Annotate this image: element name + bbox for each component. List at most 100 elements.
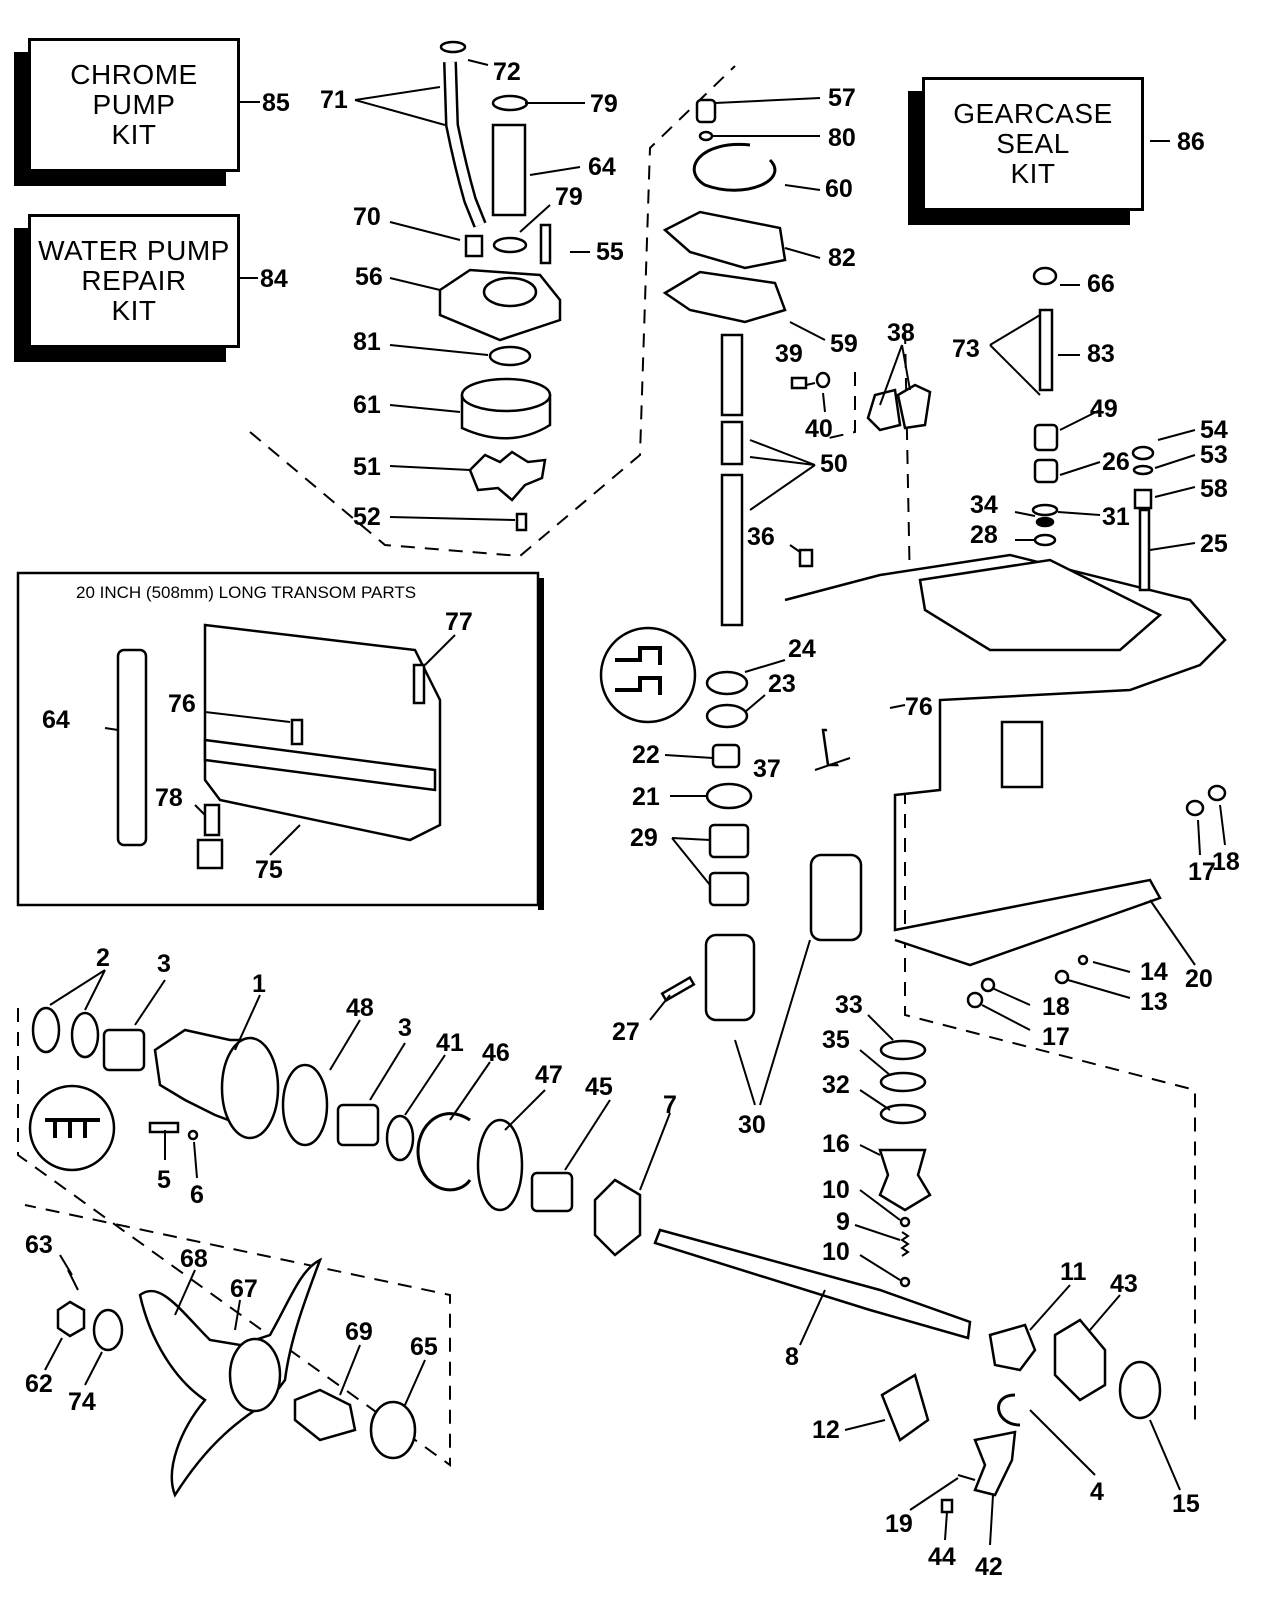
callout-12: 12 xyxy=(812,1416,840,1444)
chrome-pump-kit-label: CHROME PUMP KIT xyxy=(70,59,198,150)
screw-39 xyxy=(790,376,808,390)
seal-detail-2-profile xyxy=(45,1118,100,1138)
pump-washer-72 xyxy=(439,40,467,54)
callout-17b: 17 xyxy=(1042,1023,1070,1051)
forward-gear-7 xyxy=(593,1178,642,1257)
pinion-16 xyxy=(878,1148,932,1212)
water-tube-inner xyxy=(445,61,485,227)
driveshaft-upper-50 xyxy=(720,333,744,417)
callout-56: 56 xyxy=(355,263,383,291)
callout-60: 60 xyxy=(825,175,853,203)
gearcase-seal-kit-label: GEARCASE SEAL KIT xyxy=(953,98,1113,189)
callout-7: 7 xyxy=(663,1091,677,1119)
callout-43: 43 xyxy=(1110,1270,1138,1298)
o-ring-31 xyxy=(1031,503,1059,517)
nut-58 xyxy=(1133,488,1153,510)
bearing-29-lower xyxy=(708,871,750,907)
callout-3a: 3 xyxy=(157,950,171,978)
callout-27: 27 xyxy=(612,1018,640,1046)
shift-rod-83 xyxy=(1038,308,1054,392)
inset-callout-78: 78 xyxy=(155,784,183,812)
screw-27 xyxy=(660,975,696,1003)
callout-41: 41 xyxy=(436,1029,464,1057)
callout-74: 74 xyxy=(68,1388,96,1416)
callout-45: 45 xyxy=(585,1073,613,1101)
thrust-bushing-65 xyxy=(369,1400,417,1460)
grommet-57 xyxy=(695,98,717,124)
inset-dowel xyxy=(203,803,221,837)
driveshaft-lower-50 xyxy=(720,473,744,627)
cotter-pin-63 xyxy=(67,1269,79,1291)
callout-70: 70 xyxy=(353,203,381,231)
gearcase-shift-port xyxy=(1000,720,1044,789)
impeller-cup-top xyxy=(460,377,552,413)
water-pump-repair-kit-label: WATER PUMP REPAIR KIT xyxy=(38,235,230,326)
callout-68: 68 xyxy=(180,1245,208,1273)
inset-callout-64: 64 xyxy=(42,706,70,734)
bearing-15 xyxy=(1118,1360,1162,1420)
bushing-45 xyxy=(530,1171,574,1213)
retaining-ring-46 xyxy=(416,1112,472,1192)
callout-6: 6 xyxy=(190,1181,204,1209)
nut-54 xyxy=(1131,445,1155,461)
gearcase-group-outline xyxy=(904,329,936,601)
callout-21: 21 xyxy=(632,783,660,811)
callout-58: 58 xyxy=(1200,475,1228,503)
callout-47: 47 xyxy=(535,1061,563,1089)
connector-49 xyxy=(1033,423,1059,452)
retainer-60 xyxy=(692,142,777,192)
callout-13: 13 xyxy=(1140,988,1168,1016)
shift-lever-42 xyxy=(973,1430,1017,1497)
callout-80: 80 xyxy=(828,124,856,152)
callout-14: 14 xyxy=(1140,958,1168,986)
callout-57: 57 xyxy=(828,84,856,112)
propeller-hub-67 xyxy=(228,1337,282,1413)
chrome-pump-kit-box: CHROME PUMP KIT xyxy=(28,38,240,172)
callout-48: 48 xyxy=(346,994,374,1022)
callout-62: 62 xyxy=(25,1370,53,1398)
seal-detail-profile-a xyxy=(615,646,662,665)
callout-17a: 17 xyxy=(1188,858,1216,886)
water-screen-30-right xyxy=(809,853,863,942)
seal-2b xyxy=(70,1011,100,1059)
callout-29: 29 xyxy=(630,824,658,852)
callout-69: 69 xyxy=(345,1318,373,1346)
callout-79: 79 xyxy=(590,90,618,118)
leader-lines xyxy=(44,59,1226,1546)
water-tube-64 xyxy=(491,123,527,217)
washer-53 xyxy=(1132,464,1154,476)
reverse-gear-43 xyxy=(1053,1318,1107,1402)
callout-65: 65 xyxy=(410,1333,438,1361)
callout-50: 50 xyxy=(820,450,848,478)
washer-28 xyxy=(1033,533,1057,547)
callout-32: 32 xyxy=(822,1071,850,1099)
washer-32 xyxy=(879,1103,927,1125)
washer-18-top xyxy=(1207,784,1227,802)
washer-80 xyxy=(698,130,714,142)
bearing-29-upper xyxy=(708,823,750,859)
prop-group-outline xyxy=(17,1008,451,1467)
seal-2a xyxy=(31,1006,61,1054)
callout-9: 9 xyxy=(836,1208,850,1236)
inset-drive-tube xyxy=(116,648,148,847)
ball-10-top xyxy=(899,1216,911,1228)
thrust-washer-74 xyxy=(92,1308,124,1352)
pump-housing-hub xyxy=(482,276,538,308)
seal-24 xyxy=(705,670,749,696)
spring-9 xyxy=(900,1231,910,1257)
callout-44: 44 xyxy=(928,1543,956,1571)
callout-34: 34 xyxy=(970,491,998,519)
callout-39: 39 xyxy=(775,340,803,368)
cradle-12 xyxy=(880,1373,930,1442)
callout-28: 28 xyxy=(970,521,998,549)
callout-64: 64 xyxy=(588,153,616,181)
callout-16: 16 xyxy=(822,1130,850,1158)
bearing-21 xyxy=(705,782,753,810)
drain-screw-17-top xyxy=(1185,799,1205,817)
callout-35: 35 xyxy=(822,1026,850,1054)
callout-37: 37 xyxy=(753,755,781,783)
grommet-70 xyxy=(464,234,484,258)
o-ring-34 xyxy=(1035,516,1055,528)
thrust-washer-47 xyxy=(476,1118,524,1212)
callout-51: 51 xyxy=(353,453,381,481)
